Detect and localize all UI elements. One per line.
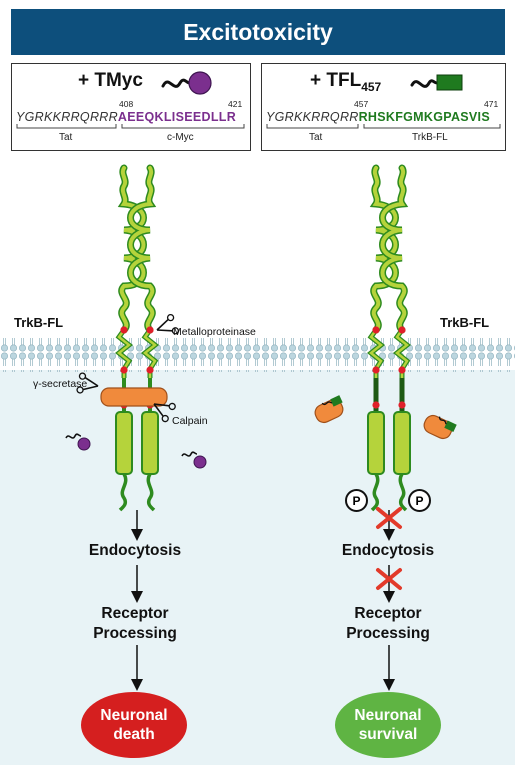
tfl457-sequence: YGRKKRRQRRRHSKFGMKGPASVIS [266, 110, 490, 124]
phospho-badge-right: P [408, 489, 431, 512]
cytoplasm [0, 370, 515, 765]
left-ecd-chain-0 [119, 166, 146, 332]
scissors-icon [156, 313, 180, 335]
tfl457-protease-complex-1 [314, 395, 344, 424]
tmyc-sequence: YGRKKRRQRRRAEEQKLISEEDLLR [16, 110, 236, 124]
plasma-membrane [0, 338, 515, 372]
scissors-icon [153, 402, 176, 423]
protease-blob-left [100, 387, 168, 407]
right-endocytosis: Endocytosis [341, 542, 435, 559]
tmyc-peptide-1-tail [65, 433, 82, 439]
tmyc-peptide-2 [193, 455, 207, 469]
tfl457-brackets [266, 124, 501, 129]
tmyc-brackets [16, 124, 245, 129]
left-ecd-chain-1 [128, 166, 155, 332]
right-c-tail-0 [370, 473, 380, 512]
right-cleavage-site-1-0 [398, 326, 406, 334]
tmyc-peptide-icon [161, 71, 212, 95]
gamma-secretase-label: γ-secretase [33, 378, 88, 390]
tfl457-cargo-label: TrkB-FL [412, 132, 448, 143]
tmyc-end-residue: 421 [228, 99, 243, 109]
left-c-tail-1 [146, 473, 156, 512]
tfl457-end-residue: 471 [484, 99, 499, 109]
scissors-icon [76, 372, 99, 394]
right-cleavage-site-1-1 [398, 366, 406, 374]
right-receptor-processing: Receptor Processing [346, 605, 430, 642]
block-cross-icon [376, 507, 402, 529]
left-receptor-processing: Receptor Processing [93, 605, 177, 642]
right-kinase-domain-1 [393, 411, 411, 475]
right-cleavage-site-0-2 [372, 401, 380, 409]
left-cleavage-site-0-0 [120, 326, 128, 334]
left-cleavage-site-1-1 [146, 366, 154, 374]
right-cleavage-site-0-1 [372, 366, 380, 374]
metalloproteinase-label: Metalloproteinase [173, 326, 256, 338]
right-kinase-domain-0 [367, 411, 385, 475]
trkb-fl-label-left: TrkB-FL [14, 315, 64, 330]
tmyc-cargo-label: c-Myc [167, 132, 194, 143]
tmyc-peptide-2-tail [181, 451, 198, 457]
left-endocytosis: Endocytosis [88, 542, 182, 559]
right-c-tail-1 [398, 473, 408, 512]
tfl457-heading-sub: 457 [361, 79, 382, 94]
tmyc-tat-sequence: YGRKKRRQRRR [16, 110, 118, 124]
left-kinase-domain-0 [115, 411, 133, 475]
tfl457-heading: + TFL457 [310, 70, 381, 94]
trkb-fl-label-right: TrkB-FL [440, 315, 490, 330]
right-ecd-chain-0 [371, 166, 398, 332]
tfl457-peptide-panel: + TFL457 457 471 YGRKKRRQRRRHSKFGMKGPASV… [261, 63, 506, 151]
tfl457-cargo-sequence: RHSKFGMKGPASVIS [358, 110, 490, 124]
left-kinase-domain-1 [141, 411, 159, 475]
tfl457-tat-label: Tat [309, 132, 323, 143]
tfl457-peptide-icon [410, 74, 463, 91]
tmyc-cargo-sequence: AEEQKLISEEDLLR [117, 110, 237, 124]
tmyc-peptide-1 [77, 437, 91, 451]
tfl457-start-residue: 457 [354, 99, 369, 109]
right-ecd-chain-1 [380, 166, 407, 332]
phospho-badge-left: P [345, 489, 368, 512]
tmyc-peptide-panel: + TMyc 408 421 YGRKKRRQRRRAEEQKLISEEDLLR… [11, 63, 251, 151]
left-c-tail-0 [118, 473, 128, 512]
tmyc-tat-label: Tat [59, 132, 73, 143]
tfl457-heading-main: + TFL [310, 70, 362, 91]
title-banner: Excitotoxicity [11, 9, 505, 55]
neuronal-survival-outcome: Neuronal survival [335, 692, 441, 758]
tmyc-start-residue: 408 [119, 99, 134, 109]
right-cleavage-site-0-0 [372, 326, 380, 334]
block-cross-icon [376, 568, 402, 590]
calpain-label: Calpain [172, 415, 208, 427]
tmyc-heading: + TMyc [78, 70, 143, 91]
tfl457-tat-sequence: YGRKKRRQRR [266, 110, 359, 124]
left-cleavage-site-1-0 [146, 326, 154, 334]
right-cleavage-site-1-2 [398, 401, 406, 409]
neuronal-death-outcome: Neuronal death [81, 692, 187, 758]
left-cleavage-site-0-1 [120, 366, 128, 374]
tfl457-protease-complex-2 [423, 414, 457, 440]
